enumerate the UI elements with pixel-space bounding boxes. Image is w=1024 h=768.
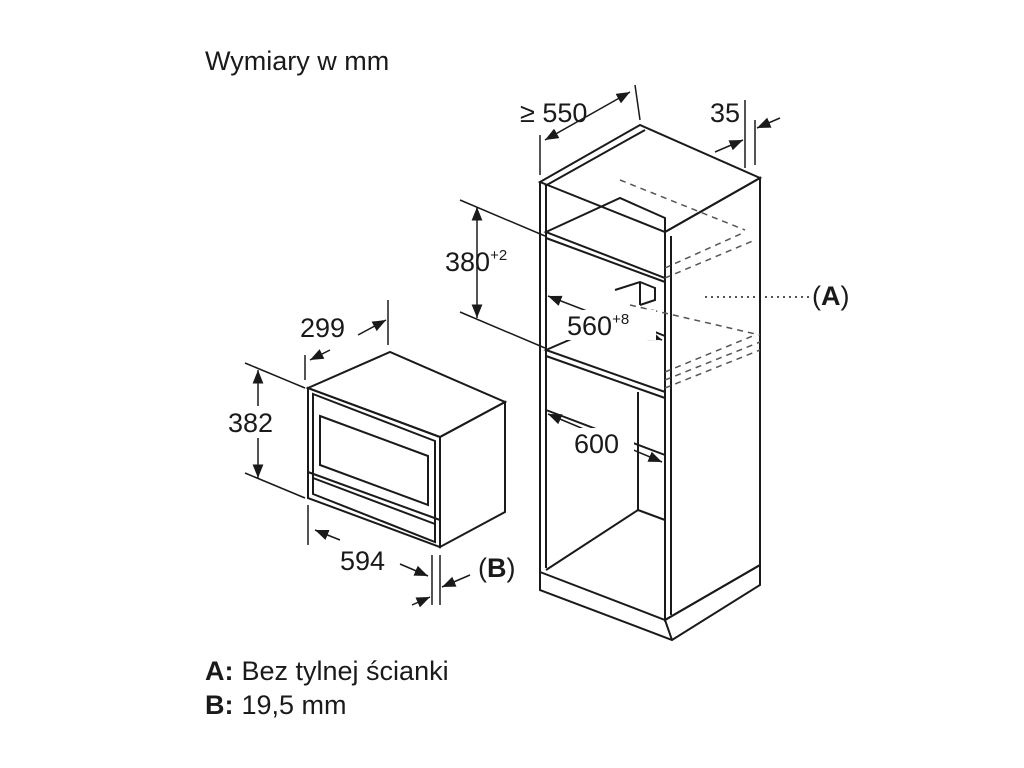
label-cabinet-gap: 35 bbox=[710, 98, 740, 128]
oven-front bbox=[307, 386, 441, 549]
label-niche-width: 560+8 bbox=[567, 311, 629, 341]
label-oven-width: 594 bbox=[340, 546, 385, 576]
label-oven-height: 382 bbox=[228, 408, 273, 438]
dim-cabinet-depth bbox=[539, 84, 641, 175]
legend-item-a: A:Bez tylnej ścianki bbox=[205, 656, 449, 686]
dim-cabinet-gap bbox=[714, 100, 781, 168]
legend-item-b: B:19,5 mm bbox=[205, 690, 347, 720]
label-niche-height: 380+2 bbox=[445, 247, 507, 277]
cabinet-right-side bbox=[664, 176, 761, 622]
cabinet-plinth bbox=[539, 563, 761, 642]
dim-oven-depth bbox=[304, 300, 389, 380]
diagram-title: Wymiary w mm bbox=[205, 46, 389, 76]
oven-unit bbox=[305, 350, 508, 549]
tall-cabinet bbox=[537, 123, 763, 642]
upper-shelf bbox=[543, 196, 666, 280]
label-oven-depth: 299 bbox=[300, 313, 345, 343]
cabinet-top bbox=[537, 123, 763, 234]
oven-window bbox=[319, 414, 429, 507]
label-cabinet-depth: ≥ 550 bbox=[520, 98, 587, 128]
label-cabinet-width: 600 bbox=[574, 429, 619, 459]
oven-right-side bbox=[439, 400, 506, 549]
marker-a: (A) bbox=[812, 281, 850, 311]
hidden-lines bbox=[619, 179, 761, 389]
dim-niche-height bbox=[459, 199, 546, 349]
dim-oven-width bbox=[307, 505, 471, 608]
marker-b: (B) bbox=[478, 553, 516, 583]
